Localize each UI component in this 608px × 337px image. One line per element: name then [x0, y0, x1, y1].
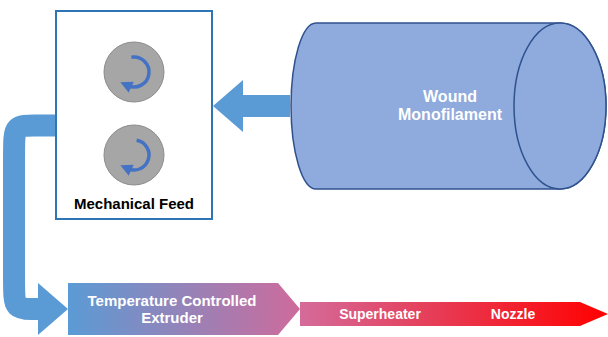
extruder-arrow: Temperature Controlled Extruder [68, 283, 300, 335]
feed-roller [104, 125, 164, 185]
node-label: Nozzle [476, 302, 550, 326]
node-label: Temperature Controlled Extruder [82, 283, 262, 335]
rotation-arrow [128, 140, 149, 170]
node-label: Wound Monofilament [390, 22, 510, 190]
rotation-arrow [128, 57, 149, 87]
node-label: Superheater [328, 302, 432, 326]
spool-cylinder: Wound Monofilament [290, 22, 608, 190]
flow-arrow [243, 95, 290, 117]
nozzle-band: Superheater Nozzle [300, 302, 608, 326]
feed-border [56, 11, 212, 219]
cylinder-end [514, 23, 606, 189]
cylinder-body [291, 23, 606, 189]
flow-arrow [14, 126, 55, 310]
extruder-shape [68, 283, 300, 335]
node-shape [55, 10, 213, 220]
node-label: Mechanical Feed [55, 192, 213, 216]
feed-roller [104, 42, 164, 102]
feed-box: Mechanical Feed [55, 10, 213, 220]
nozzle-shape [300, 302, 608, 326]
